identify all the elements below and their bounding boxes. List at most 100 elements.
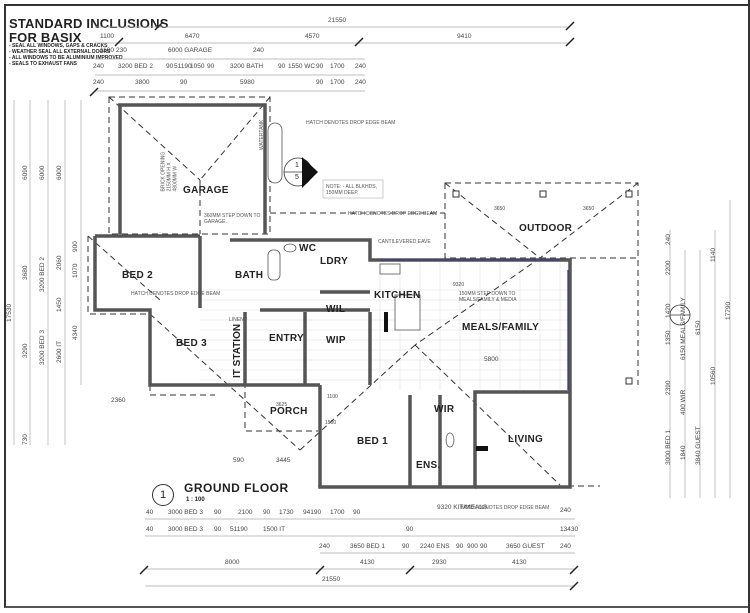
room-entry: ENTRY <box>269 333 305 344</box>
drawing-scale: 1 : 100 <box>186 497 205 503</box>
dim-porch-width: 3625 <box>276 402 288 408</box>
room-it-station: IT STATION <box>232 323 243 378</box>
inclusions-title: STANDARD INCLUSIONS FOR BASIX <box>9 17 169 45</box>
dim-bottom: 240 <box>319 543 330 550</box>
title-line-2: FOR BASIX <box>9 30 82 45</box>
dim-right: 10560 <box>710 366 717 385</box>
dim-right: 1840 <box>680 445 687 460</box>
room-meals-family: MEALS/FAMILY <box>462 322 540 333</box>
dim-bottom: 90 <box>480 543 488 550</box>
dim-right: 1420 <box>665 303 672 318</box>
dim-right: 400 WIR <box>680 389 687 415</box>
dim-bottom: 40 <box>146 526 154 533</box>
room-kitchen: KITCHEN <box>374 290 421 301</box>
dim-left-bottom: 2360 <box>111 397 126 404</box>
dim-top: 3200 BED 2 <box>118 63 154 70</box>
dim-top: 90 <box>207 63 215 70</box>
dim-bottom: 90 <box>214 509 222 516</box>
dim-right: 1350 <box>665 330 672 345</box>
dim-bottom: 2240 ENS <box>420 543 450 550</box>
step-meals-note: 150MM STEP DOWN TO MEALS/FAMILY & MEDIA <box>459 291 517 303</box>
dim-bottom: 94190 <box>303 509 322 516</box>
hatch-note-mid: HATCH DENOTES DROP EDGE BEAM <box>348 211 438 217</box>
dim-bottom: 90 <box>353 509 361 516</box>
dim-meals-width: 5800 <box>484 356 499 363</box>
dim-bottom: 4130 <box>512 559 527 566</box>
cantilevered-eave-note: CANTILEVERED EAVE <box>378 239 431 245</box>
dim-left: 6000 <box>39 165 46 180</box>
dim-top: 1100 <box>100 47 114 54</box>
room-ldry: LDRY <box>320 256 349 267</box>
drawing-title: GROUND FLOOR <box>184 481 289 495</box>
dim-porch-offset: 590 <box>233 457 244 464</box>
note-item: - SEAL ALL WINDOWS, GAPS & CRACKS <box>9 43 108 49</box>
dim-top: 6470 <box>185 33 200 40</box>
dim-bottom: 1500 IT <box>263 526 286 533</box>
dim-top: 1550 WC <box>288 63 316 70</box>
dim-top: 90 <box>180 79 188 86</box>
dim-left: 6000 <box>56 165 63 180</box>
drawing-number-badge: 1 <box>152 484 174 506</box>
dim-top: 1050 <box>190 63 205 70</box>
dim-left: 1450 <box>56 297 63 312</box>
dim-bottom: 1700 <box>330 509 345 516</box>
dim-bottom: 3000 BED 3 <box>168 509 204 516</box>
dim-bottom: 13430 <box>560 526 579 533</box>
dim-bottom: 90 <box>214 526 222 533</box>
dim-overall-bottom: 21550 <box>322 576 341 583</box>
dim-kitchen-width: 9320 <box>453 282 465 288</box>
dim-overall-top: 21550 <box>328 17 347 24</box>
watertank-label: WATERTANK <box>259 119 265 150</box>
room-porch: PORCH <box>270 406 308 417</box>
dim-outdoor: 3650 <box>583 206 595 212</box>
dim-bottom: 90 <box>263 509 271 516</box>
dim-top: 90 <box>166 63 174 70</box>
dim-bottom: 3650 BED 1 <box>350 543 386 550</box>
dim-top: 240 <box>355 79 366 86</box>
dim-bed1: 1100 <box>327 394 338 400</box>
dim-top: 3800 <box>135 79 150 86</box>
dim-right: 2200 <box>665 260 672 275</box>
dim-bottom: 2100 <box>238 509 253 516</box>
dim-left: 2600 IT <box>56 340 63 363</box>
dim-left: 730 <box>22 434 29 445</box>
room-wil: WIL <box>326 304 346 315</box>
room-linen: LINEN <box>229 317 244 323</box>
dim-top: 230 <box>116 47 127 54</box>
room-garage: GARAGE <box>183 185 229 196</box>
dim-top: 240 <box>253 47 264 54</box>
note-item: - WEATHER SEAL ALL EXTERNAL DOORS <box>9 49 111 55</box>
dim-left: 2060 <box>56 255 63 270</box>
dim-bottom: 900 <box>467 543 478 550</box>
room-wir: WIR <box>434 404 455 415</box>
dim-bottom: 51190 <box>230 526 248 533</box>
title-block-edge <box>748 0 750 613</box>
dim-bottom: 240 <box>560 543 571 550</box>
room-bed2: BED 2 <box>122 270 153 281</box>
dim-right: 1140 <box>710 248 717 262</box>
dim-left: 4340 <box>72 325 79 340</box>
dim-left: 900 <box>72 241 79 252</box>
section-marker-number: 1 <box>295 162 299 169</box>
dim-right: 3000 BED 1 <box>665 429 672 465</box>
hatch-note-bottom: HATCH DENOTES DROP EDGE BEAM <box>460 505 550 511</box>
dim-bottom: 90 <box>456 543 464 550</box>
dim-bottom: 8000 <box>225 559 240 566</box>
dim-left: 1070 <box>72 263 79 278</box>
dim-bottom: 90 <box>402 543 410 550</box>
dim-top: 1700 <box>330 79 345 86</box>
dim-bottom: 4130 <box>360 559 375 566</box>
room-bath: BATH <box>235 270 264 281</box>
dim-left: 3200 BED 2 <box>39 256 46 292</box>
dim-bottom: 40 <box>146 509 154 516</box>
section-marker-sheet: 5 <box>295 174 299 181</box>
dim-bed1: 1500 <box>325 420 337 426</box>
dim-top: 5980 <box>240 79 255 86</box>
dim-top: 90 <box>316 63 324 70</box>
note-item: - ALL WINDOWS TO BE ALUMINIUM IMPROVED <box>9 55 123 61</box>
dim-left: 6090 <box>22 165 29 180</box>
dim-top: 51190 <box>174 63 192 70</box>
drawing-frame <box>4 4 750 608</box>
dim-left: 3680 <box>22 265 29 280</box>
dim-bottom: 240 <box>560 507 571 514</box>
